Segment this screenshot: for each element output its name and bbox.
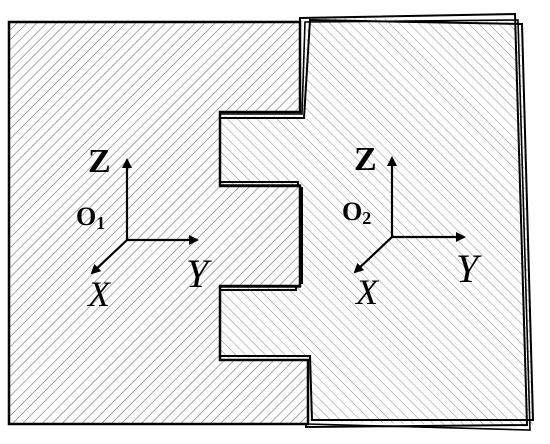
left-x-axis — [90, 239, 128, 275]
right-z-label: Z — [354, 141, 377, 178]
right-origin-label: O2 — [342, 197, 371, 228]
left-origin-sub: 1 — [96, 213, 105, 233]
right-y-label: Y — [456, 246, 482, 291]
left-z-label: Z — [88, 143, 111, 180]
right-origin-sub: 2 — [362, 208, 371, 228]
left-y-label: Y — [186, 251, 212, 296]
right-origin-letter: O — [342, 197, 362, 226]
left-x-label: X — [86, 274, 112, 314]
right-block-fill — [216, 17, 533, 427]
right-x-axis — [353, 236, 393, 274]
left-origin-label: O1 — [76, 202, 105, 233]
right-x-label: X — [354, 272, 380, 312]
left-block — [7, 20, 310, 426]
left-block-fill — [7, 20, 310, 426]
left-origin-letter: O — [76, 202, 96, 231]
right-axes: Z Y X O2 — [342, 141, 482, 312]
left-axes: Z Y X O1 — [76, 143, 212, 314]
